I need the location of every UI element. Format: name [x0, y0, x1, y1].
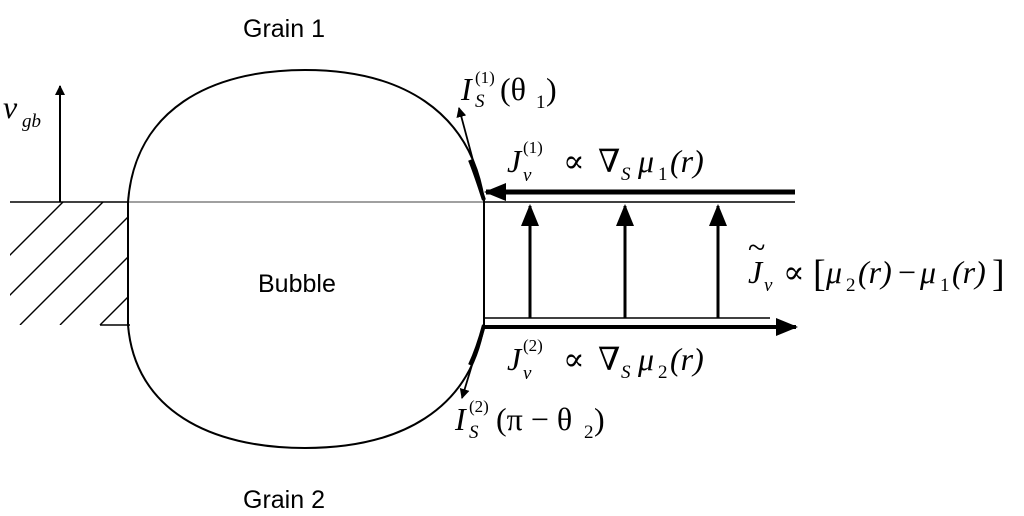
svg-text:μ: μ [825, 254, 842, 290]
svg-text:): ) [546, 71, 557, 107]
svg-text:v: v [764, 275, 773, 296]
svg-text:S: S [621, 164, 631, 185]
svg-text:~: ~ [748, 229, 765, 265]
svg-text:(1): (1) [523, 138, 543, 157]
svg-text:J: J [748, 254, 764, 290]
bubble-label: Bubble [258, 270, 336, 298]
svg-text:(r): (r) [952, 254, 986, 290]
svg-text:∝: ∝ [783, 254, 805, 290]
svg-text:S: S [621, 362, 631, 383]
svg-text:I: I [460, 71, 473, 107]
svg-text:∝: ∝ [563, 341, 585, 377]
svg-text:S: S [475, 91, 485, 112]
svg-text:∇: ∇ [598, 143, 620, 179]
surface-flux-label-1: J (1) v ∝ ∇ S μ 1 (r) [507, 138, 704, 186]
svg-text:(2): (2) [469, 397, 489, 416]
svg-text:μ: μ [637, 341, 654, 377]
grain-2-label: Grain 2 [243, 486, 325, 514]
svg-text:2: 2 [846, 275, 856, 296]
bubble-outline [127, 68, 485, 450]
svg-text:(r): (r) [670, 143, 704, 179]
svg-text:gb: gb [22, 111, 41, 132]
svg-text:(r): (r) [670, 341, 704, 377]
svg-text:μ: μ [919, 254, 936, 290]
svg-text:I: I [454, 401, 467, 437]
svg-text:∝: ∝ [563, 143, 585, 179]
svg-text:(θ: (θ [500, 71, 526, 107]
grain-1-label: Grain 1 [243, 15, 325, 43]
svg-text:−: − [898, 254, 916, 290]
surface-tension-label-2: I (2) S (π − θ 2 ) [454, 397, 605, 443]
bubble-thick-contact-bottom [468, 324, 486, 366]
svg-text:∇: ∇ [598, 341, 620, 377]
svg-text:v: v [523, 165, 532, 186]
svg-text:J: J [507, 143, 523, 179]
svg-text:μ: μ [637, 143, 654, 179]
hatched-region [10, 201, 130, 326]
svg-text:(2): (2) [523, 336, 543, 355]
svg-text:2: 2 [658, 362, 668, 383]
surface-flux-label-2: J (2) v ∝ ∇ S μ 2 (r) [507, 336, 704, 384]
svg-text:v: v [3, 89, 18, 125]
svg-text:1: 1 [940, 275, 950, 296]
bubble-thick-contact-top [468, 159, 486, 201]
svg-text:(1): (1) [475, 68, 495, 87]
surface-tension-label-1: I (1) S (θ 1 ) [460, 68, 557, 113]
svg-text:[: [ [813, 253, 826, 295]
svg-text:1: 1 [536, 92, 546, 113]
svg-text:J: J [507, 341, 523, 377]
svg-text:): ) [594, 401, 605, 437]
cross-flux-label: ~ J v ∝ [ μ 2 (r) − μ 1 (r) ] [748, 229, 1005, 296]
svg-text:(π − θ: (π − θ [496, 401, 572, 437]
svg-text:]: ] [992, 253, 1005, 295]
velocity-label: v gb [3, 89, 41, 132]
svg-text:1: 1 [658, 164, 668, 185]
cross-flux-arrows [521, 204, 727, 318]
svg-text:2: 2 [584, 422, 594, 443]
svg-text:v: v [523, 363, 532, 384]
svg-text:(r): (r) [858, 254, 892, 290]
svg-text:S: S [469, 422, 479, 443]
